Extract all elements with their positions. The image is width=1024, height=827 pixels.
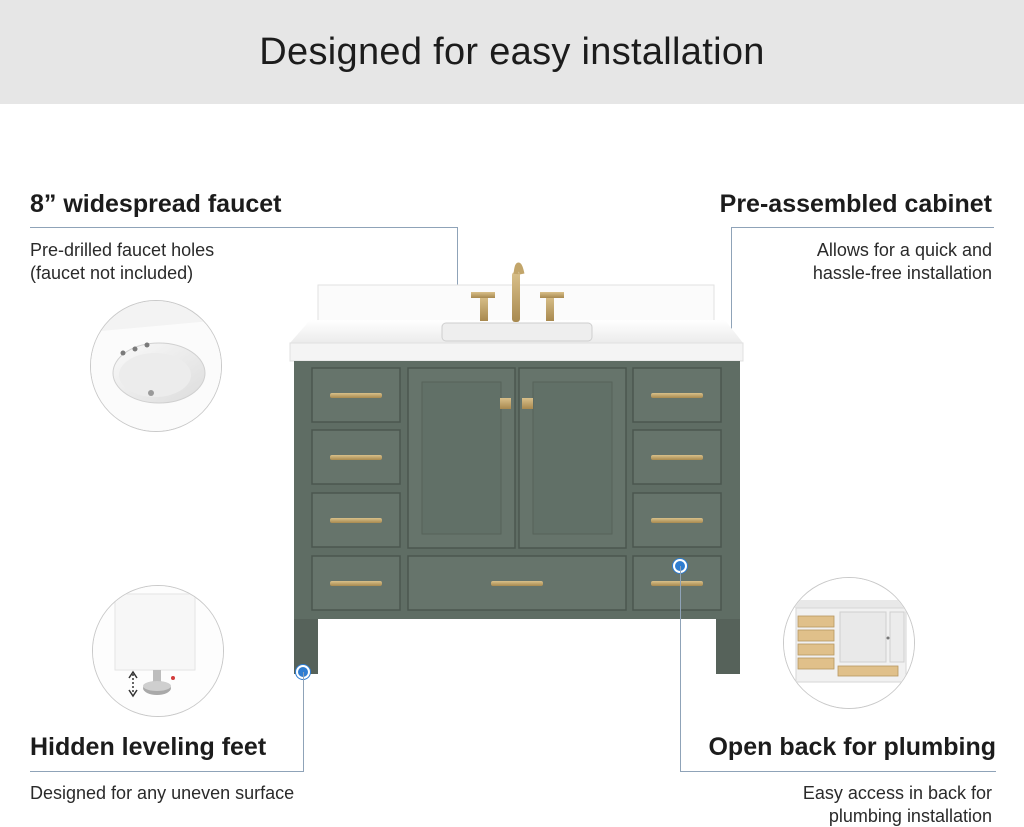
page-title: Designed for easy installation bbox=[259, 30, 765, 73]
back-callout-line bbox=[680, 566, 681, 772]
header-banner: Designed for easy installation bbox=[0, 0, 1024, 104]
faucet-feature-desc-2: (faucet not included) bbox=[30, 263, 194, 283]
cabinet-feature-desc-1: Allows for a quick and bbox=[816, 240, 992, 260]
feet-feature-desc-1: Designed for any uneven surface bbox=[30, 783, 295, 803]
feet-callout-rule bbox=[30, 771, 304, 772]
cabinet-feature-title: Pre-assembled cabinet bbox=[719, 190, 992, 218]
cabinet-feature-desc-2: hassle-free installation bbox=[812, 263, 992, 283]
back-feature-desc-2: plumbing installation bbox=[828, 806, 992, 826]
leveling-foot-icon bbox=[92, 585, 224, 717]
faucet-feature-desc-1: Pre-drilled faucet holes bbox=[30, 240, 215, 260]
faucet-feature-title: 8” widespread faucet bbox=[30, 190, 282, 218]
sink-basin-icon bbox=[90, 300, 222, 432]
open-back-cabinet-icon bbox=[783, 577, 915, 709]
faucet-callout-line bbox=[457, 227, 458, 319]
cabinet-callout-rule bbox=[731, 227, 994, 228]
faucet-callout-rule bbox=[30, 227, 458, 228]
vanity-illustration bbox=[280, 250, 755, 680]
back-feature-desc-1: Easy access in back for bbox=[802, 783, 992, 803]
feet-callout-line bbox=[303, 672, 304, 772]
feet-feature-title: Hidden leveling feet bbox=[30, 733, 267, 761]
cabinet-callout-line bbox=[731, 227, 732, 387]
back-callout-rule bbox=[680, 771, 996, 772]
back-feature-title: Open back for plumbing bbox=[708, 733, 996, 761]
